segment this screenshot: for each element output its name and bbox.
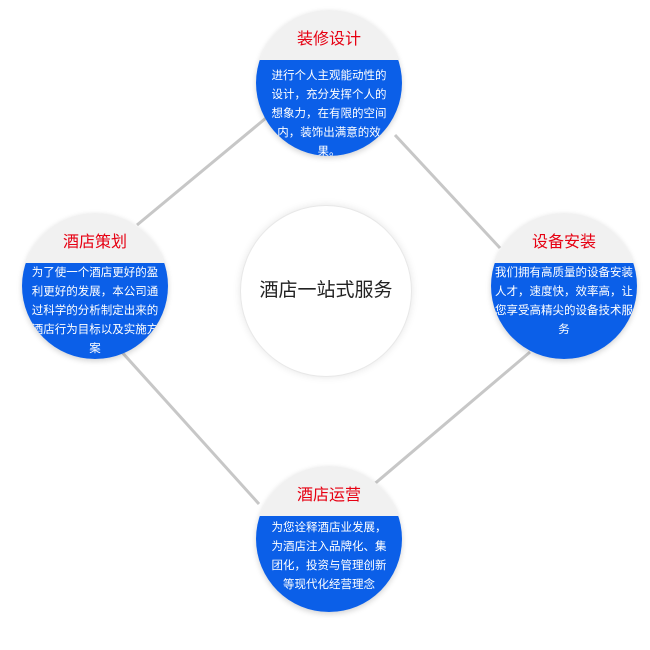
node-design-title: 装修设计 xyxy=(296,31,361,48)
node-planning-title: 酒店策划 xyxy=(62,234,127,251)
connector-design-equipment xyxy=(393,133,502,250)
node-operation-title: 酒店运营 xyxy=(296,487,361,504)
node-operation-description: 为您诠释酒店业发展，为酒店注入品牌化、集团化，投资与管理创新等现代化经营理念 xyxy=(271,522,387,591)
node-equipment-description: 我们拥有高质量的设备安装人才，速度快，效率高，让您享受高精尖的设备技术服务 xyxy=(495,267,633,336)
node-operation: 酒店运营 为您诠释酒店业发展，为酒店注入品牌化、集团化，投资与管理创新等现代化经… xyxy=(256,466,402,612)
node-equipment-title: 设备安装 xyxy=(531,234,596,251)
node-operation-body: 为您诠释酒店业发展，为酒店注入品牌化、集团化，投资与管理创新等现代化经营理念 xyxy=(256,516,402,612)
connector-operation-planning xyxy=(118,348,261,506)
node-planning-header xyxy=(22,213,168,263)
center-circle: 酒店一站式服务 xyxy=(240,205,412,377)
center-label: 酒店一站式服务 xyxy=(259,280,393,301)
node-equipment-header xyxy=(491,213,637,263)
node-equipment-body: 我们拥有高质量的设备安装人才，速度快，效率高，让您享受高精尖的设备技术服务 xyxy=(491,263,637,359)
connector-planning-design xyxy=(136,116,267,227)
node-planning-description: 为了使一个酒店更好的盈利更好的发展，本公司通过科学的分析制定出来的酒店行为目标以… xyxy=(31,267,159,355)
node-design-body: 进行个人主观能动性的设计，充分发挥个人的想象力，在有限的空间内，装饰出满意的效果… xyxy=(256,60,402,156)
node-equipment: 设备安装 我们拥有高质量的设备安装人才，速度快，效率高，让您享受高精尖的设备技术… xyxy=(491,213,637,359)
node-planning: 酒店策划 为了使一个酒店更好的盈利更好的发展，本公司通过科学的分析制定出来的酒店… xyxy=(22,213,168,359)
connector-equipment-operation xyxy=(371,350,531,488)
node-operation-header xyxy=(256,466,402,516)
node-design: 装修设计 进行个人主观能动性的设计，充分发挥个人的想象力，在有限的空间内，装饰出… xyxy=(256,10,402,156)
node-design-header xyxy=(256,10,402,60)
node-design-description: 进行个人主观能动性的设计，充分发挥个人的想象力，在有限的空间内，装饰出满意的效果… xyxy=(271,70,387,156)
node-planning-body: 为了使一个酒店更好的盈利更好的发展，本公司通过科学的分析制定出来的酒店行为目标以… xyxy=(22,263,168,359)
